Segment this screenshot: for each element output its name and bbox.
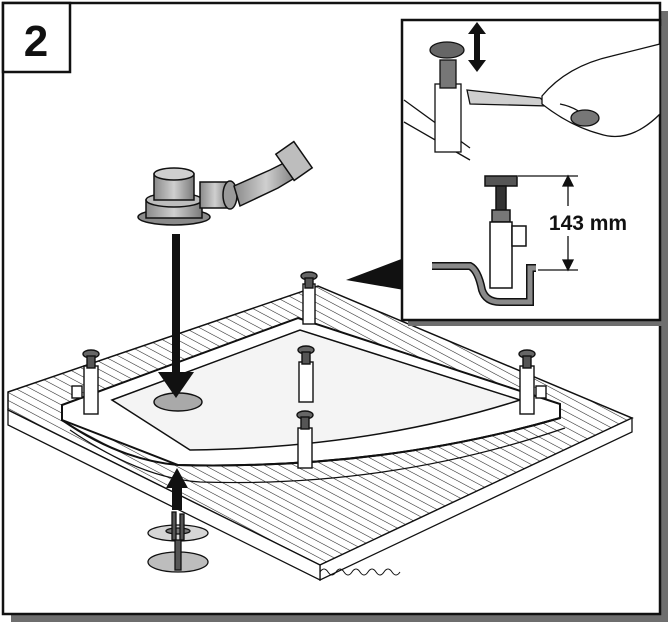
drain-trap-assembly [137,140,314,226]
adjustable-leg-detail [432,175,536,306]
up-down-arrow-icon [468,22,486,72]
leg-base-plate-stack [147,511,209,573]
adjustable-leg [71,271,547,469]
step-number: 2 [24,17,48,66]
wrench-hand-icon [403,41,661,161]
step-number-badge: 2 [1,1,72,74]
up-arrow-base [166,468,188,510]
callout-pointer [346,258,404,290]
measurement-label: 143 mm [549,212,627,235]
detail-callout-panel: 143 mm [400,18,666,326]
down-arrow-drain [158,234,194,398]
